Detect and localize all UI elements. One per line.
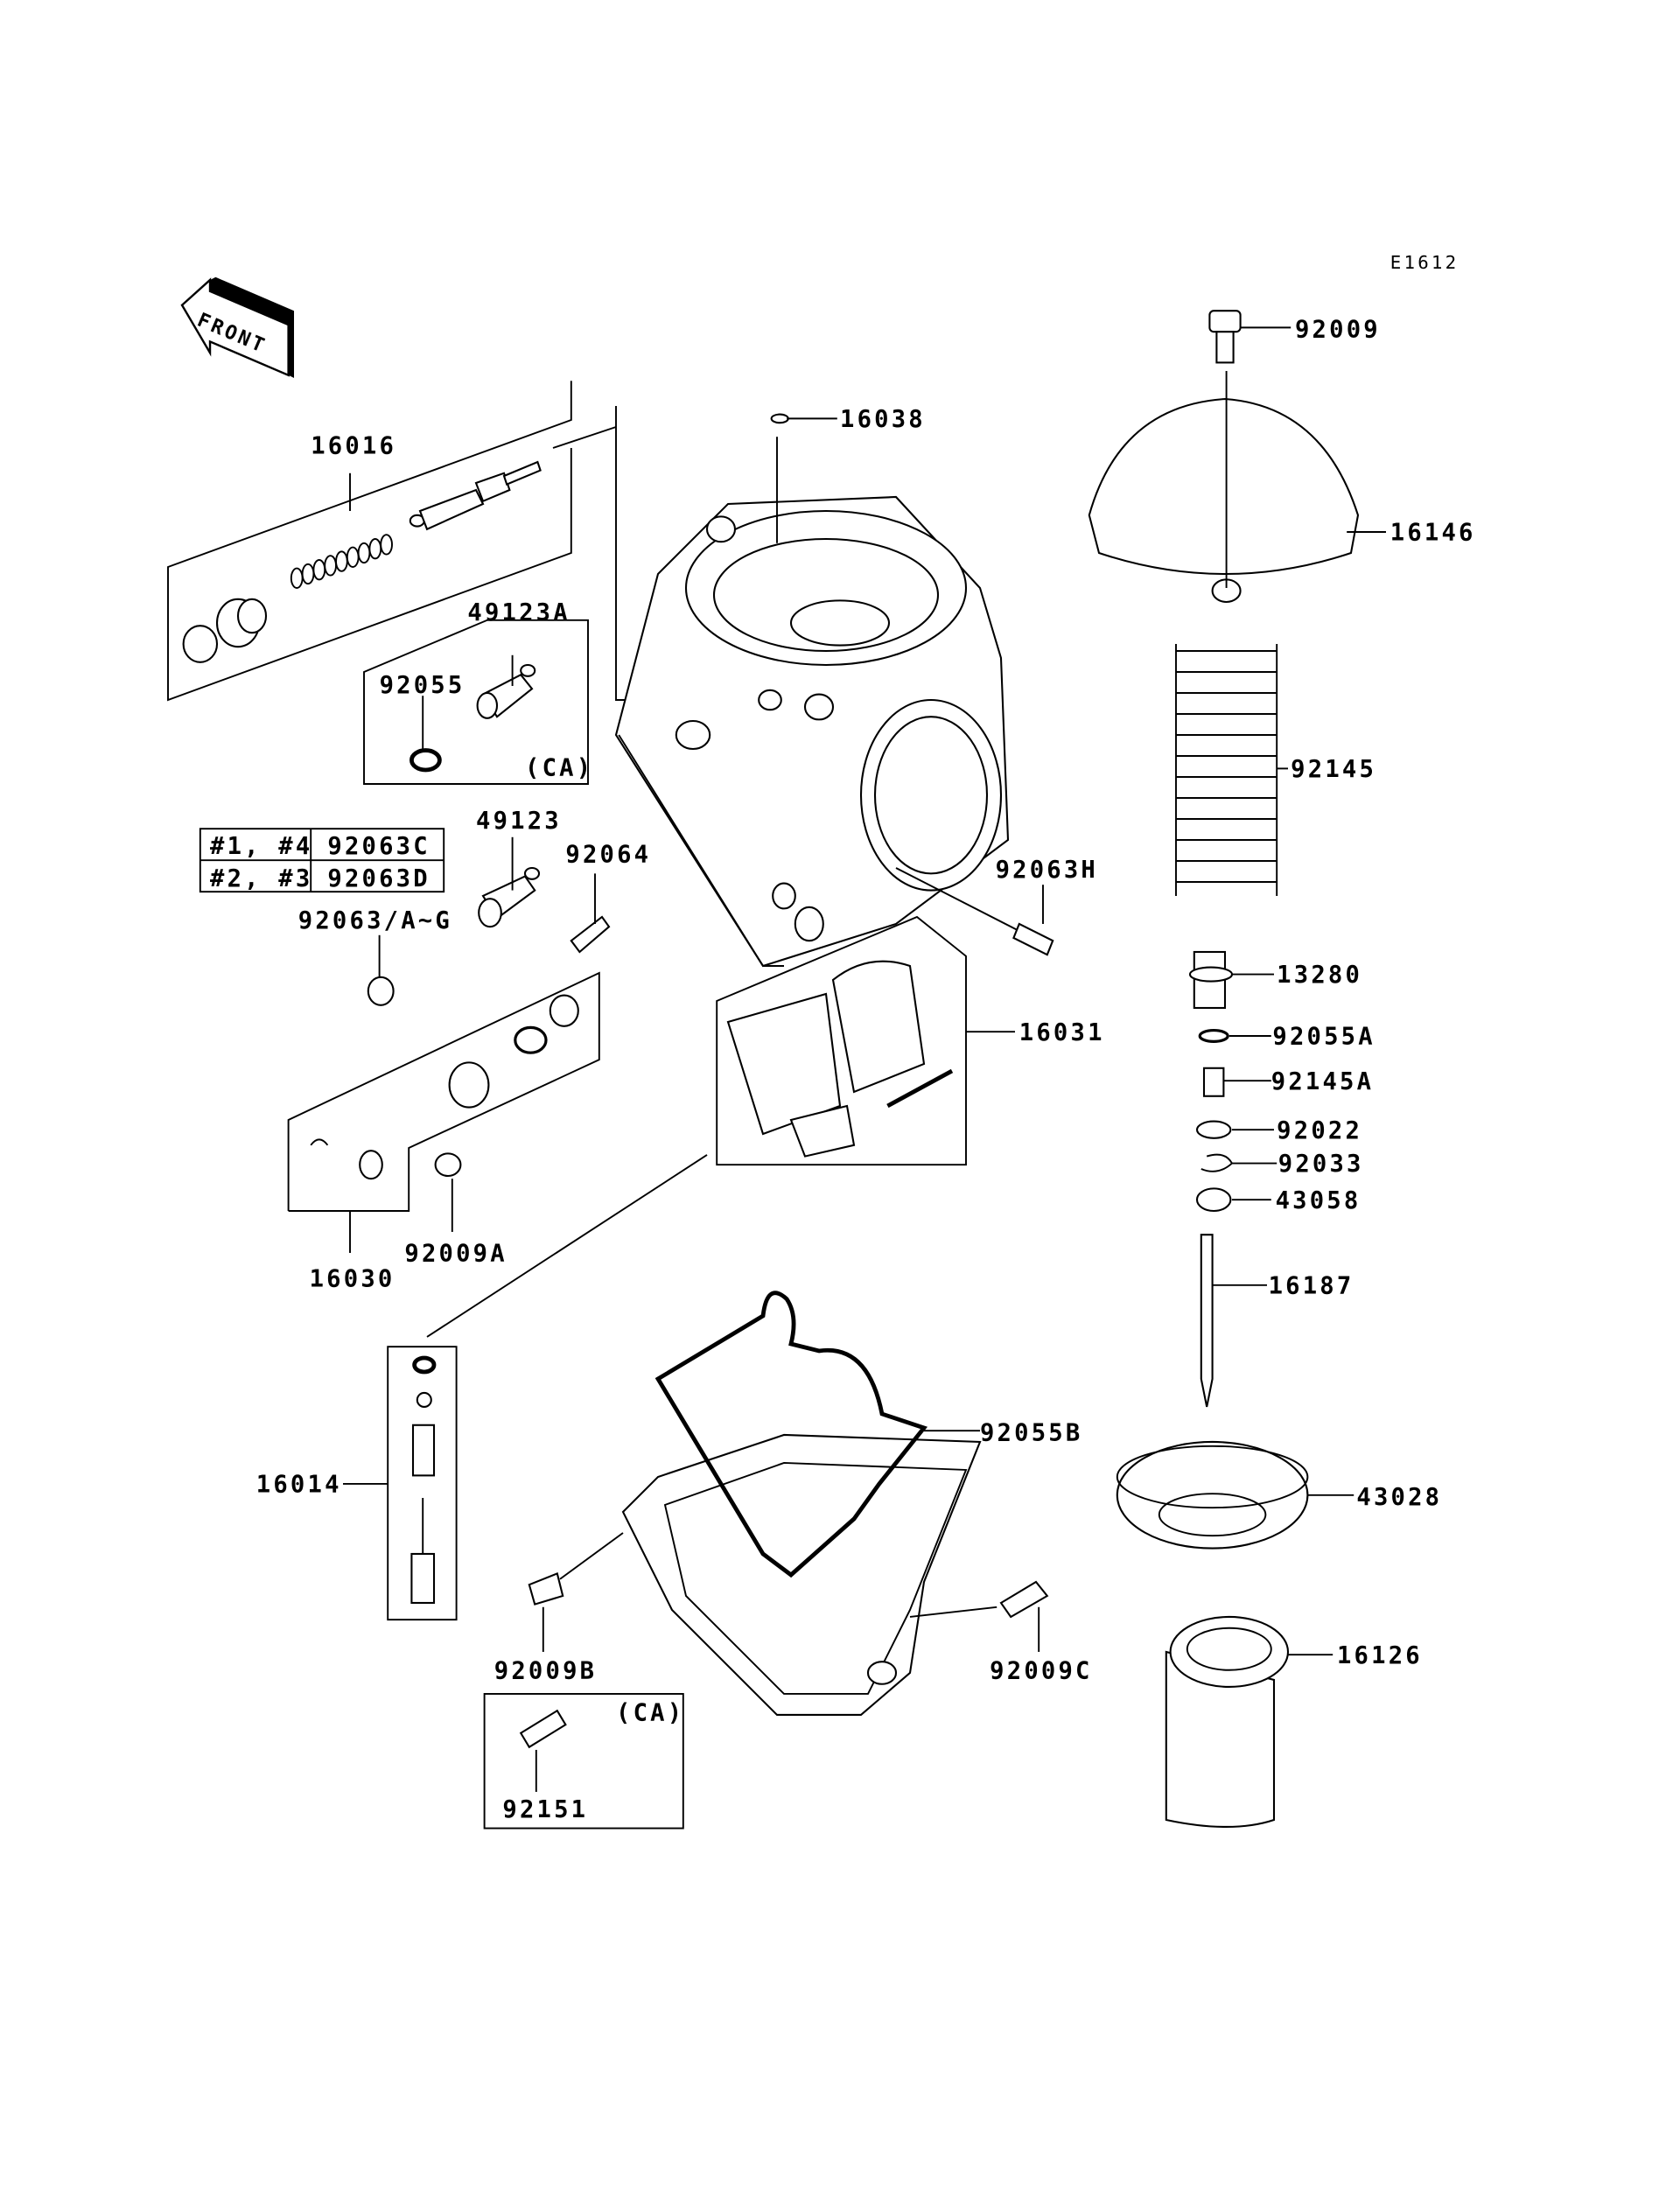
part-92145-spring [1175,643,1288,896]
part-92151-screw [483,1693,684,1830]
callout-92009: 92009 [1295,317,1381,344]
callout-16146: 16146 [1390,520,1476,547]
part-92063-jet [367,934,395,1006]
part-92009C-screw [909,1580,1049,1652]
part-92009B-screw [528,1532,624,1652]
callout-92063-a-g: 92063/A~G [298,907,452,934]
callout-labels: 92009 16038 16146 16016 49123A 92055 (CA… [256,317,1476,1823]
callout-49123: 49123 [476,808,562,835]
part-43058-spacer [1195,1187,1232,1213]
part-92009-screw [1208,310,1292,364]
part-13280-needle-jet-holder [1188,950,1274,1010]
callout-16126: 16126 [1337,1642,1423,1669]
part-92055-oring [410,748,442,773]
part-92033-clip [1200,1153,1234,1172]
table-cylinders-2: #2, #3 [210,865,312,892]
part-49123A-jet [476,654,536,719]
float-bowl [621,1433,982,1717]
callout-43058: 43058 [1276,1187,1362,1214]
part-16031-float [426,915,1015,1338]
table-cylinders-1: #1, #4 [210,833,312,860]
callout-16187: 16187 [1269,1272,1354,1299]
callout-92151: 92151 [502,1796,588,1823]
callout-92064: 92064 [565,842,651,869]
part-92055A-oring [1198,1028,1229,1043]
part-16126-vacuum-piston [1165,1615,1334,1829]
callout-92033: 92033 [1278,1151,1364,1178]
callout-16030: 16030 [310,1265,396,1292]
part-92009A-screw [434,1152,462,1232]
callout-16031: 16031 [1019,1019,1105,1046]
callout-92009C: 92009C [990,1657,1092,1684]
callout-16038: 16038 [840,406,926,433]
part-16016-choke-plunger [167,381,638,702]
callout-13280: 13280 [1277,962,1362,989]
callout-ca-2: (CA) [616,1699,684,1726]
callout-92055A: 92055A [1272,1024,1375,1051]
callout-92055B: 92055B [980,1419,1082,1446]
callout-92145: 92145 [1291,756,1376,783]
callout-92022: 92022 [1277,1117,1362,1144]
part-16030-kit [287,971,600,1253]
callout-92009B: 92009B [494,1657,597,1684]
part-92145A-spring [1202,1067,1225,1097]
callout-92063H: 92063H [996,857,1098,884]
callout-49123A: 49123A [467,599,570,626]
table-part-2: 92063D [327,865,430,892]
cylinder-part-table: #1, #4 92063C #2, #3 92063D [199,828,445,893]
callout-92055: 92055 [380,672,466,699]
diagram-code: E1612 [1390,252,1460,273]
carburetor-body [614,413,1010,968]
callout-ca-1: (CA) [525,754,593,781]
part-92063H-screw [895,867,1054,956]
part-16187-jet-needle [1200,1234,1267,1408]
part-43028-diaphragm [1116,1440,1354,1550]
callout-92145A: 92145A [1271,1068,1374,1095]
part-92022-washer [1195,1120,1232,1139]
part-92055B-gasket [654,1291,928,1578]
callout-43028: 43028 [1356,1484,1442,1511]
callout-92009A: 92009A [404,1241,507,1268]
callout-16014: 16014 [256,1472,342,1499]
table-part-1: 92063C [327,833,430,860]
part-16146-top-cover [1088,370,1386,604]
front-arrow-icon: FRONT [180,276,295,378]
callout-16016: 16016 [311,432,396,459]
part-92064-screw [570,873,611,954]
part-49123-jet [478,836,541,928]
part-16014-kit [343,1346,458,1621]
ca-box-top [363,619,589,785]
